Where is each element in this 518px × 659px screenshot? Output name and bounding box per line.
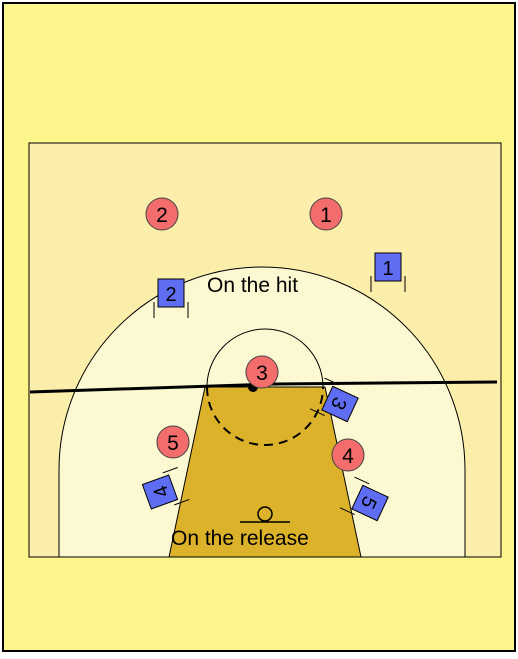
offense-player-4: 4 — [331, 438, 365, 472]
offense-player-2-label: 2 — [156, 204, 168, 227]
basket — [257, 506, 273, 522]
offense-player-3-label: 3 — [256, 362, 268, 385]
defense-player-1-label: 1 — [382, 258, 393, 280]
defense-player-2: 2 — [153, 278, 189, 318]
offense-player-4-label: 4 — [342, 445, 354, 468]
offense-player-2: 2 — [145, 197, 179, 231]
defense-player-2-label: 2 — [165, 284, 176, 306]
offense-player-5: 5 — [156, 425, 190, 459]
defense-player-3: 3 — [309, 377, 359, 423]
free-throw-circle-top — [206, 328, 324, 388]
key-paint — [168, 386, 362, 558]
offense-player-5-label: 5 — [167, 432, 179, 455]
thick-line — [29, 380, 498, 394]
defense-player-5: 5 — [339, 476, 389, 522]
offense-player-1-label: 1 — [320, 204, 332, 227]
defense-player-1: 1 — [370, 252, 406, 292]
caption-on-the-hit: On the hit — [207, 274, 298, 297]
caption-on-the-release: On the release — [171, 527, 309, 550]
defense-player-4: 4 — [141, 467, 190, 510]
offense-player-3: 3 — [245, 355, 279, 389]
offense-player-1: 1 — [309, 197, 343, 231]
